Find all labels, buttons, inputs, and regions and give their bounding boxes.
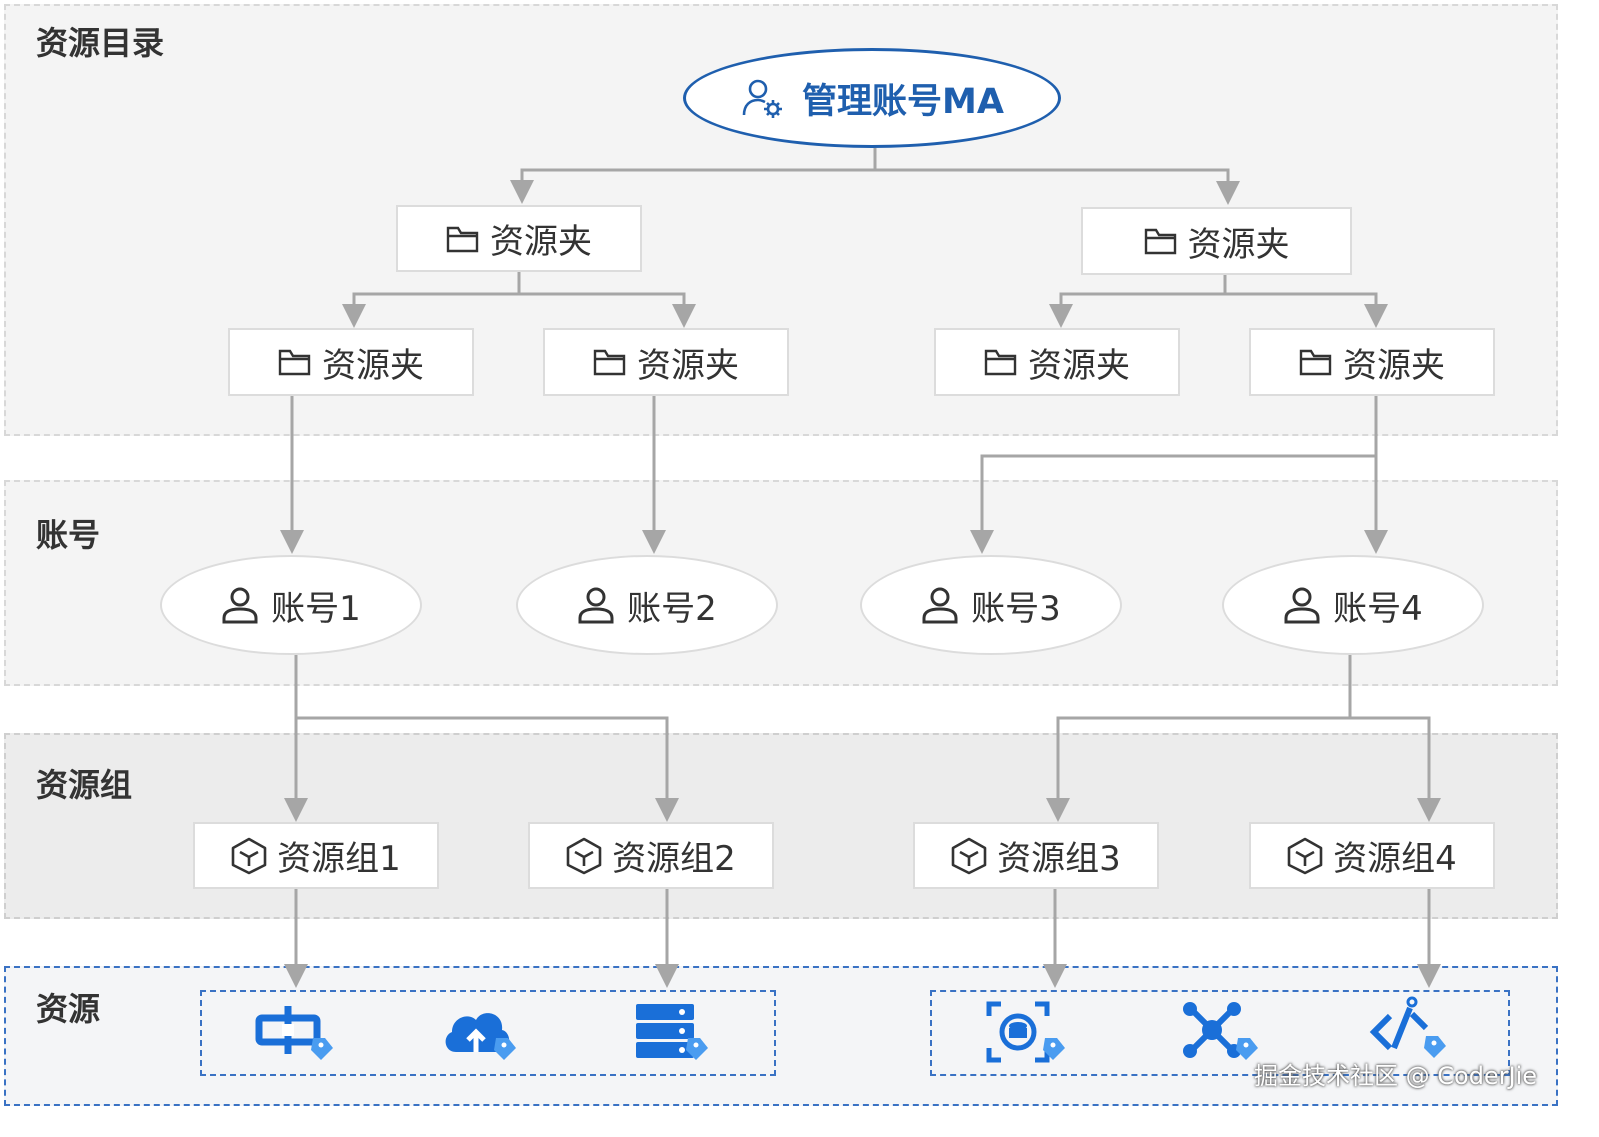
folder-top-right[interactable]: 资源夹: [1081, 207, 1352, 275]
account-label: 账号3: [971, 588, 1061, 629]
folder-icon: [278, 347, 312, 377]
resources-band-label: 资源: [36, 990, 101, 1028]
watermark: 掘金技术社区 @ CoderJie: [1254, 1062, 1538, 1090]
folder-label: 资源夹: [490, 222, 592, 262]
resource-group-2[interactable]: 资源组2: [528, 822, 774, 889]
network-hub-icon[interactable]: [1180, 1000, 1264, 1070]
database-scan-icon[interactable]: [985, 1000, 1069, 1070]
user-icon: [921, 586, 959, 624]
folder-label: 资源夹: [637, 345, 739, 386]
account-node-1[interactable]: 账号1: [160, 555, 422, 655]
folder-label: 资源夹: [1028, 345, 1130, 386]
resource-group-label: 资源组4: [1333, 839, 1457, 879]
folder-sub-3[interactable]: 资源夹: [934, 328, 1180, 396]
resource-group-1[interactable]: 资源组1: [193, 822, 439, 889]
account-node-2[interactable]: 账号2: [516, 555, 778, 655]
account-label: 账号1: [271, 588, 361, 629]
folder-icon: [446, 224, 480, 254]
user-icon: [1283, 586, 1321, 624]
accounts-band-label: 账号: [36, 516, 101, 554]
account-node-4[interactable]: 账号4: [1222, 555, 1484, 655]
folder-icon: [984, 347, 1018, 377]
resource-set-right: [930, 990, 1510, 1076]
resource-group-label: 资源组2: [612, 839, 736, 879]
folder-sub-2[interactable]: 资源夹: [543, 328, 789, 396]
cube-icon: [566, 837, 602, 875]
folder-label: 资源夹: [1343, 345, 1445, 386]
user-icon: [577, 586, 615, 624]
folder-icon: [593, 347, 627, 377]
network-icon[interactable]: [255, 1000, 335, 1070]
cube-icon: [1287, 837, 1323, 875]
folder-label: 资源夹: [322, 345, 424, 386]
resource-group-4[interactable]: 资源组4: [1249, 822, 1495, 889]
folder-sub-4[interactable]: 资源夹: [1249, 328, 1495, 396]
resources-band: [4, 966, 1558, 1106]
api-gateway-icon[interactable]: [1366, 992, 1456, 1070]
cube-icon: [231, 837, 267, 875]
server-icon[interactable]: [632, 1000, 712, 1070]
resource-group-label: 资源组1: [277, 839, 401, 879]
management-account-label: 管理账号MA: [802, 81, 1004, 122]
user-gear-icon: [740, 75, 786, 121]
folder-icon: [1299, 347, 1333, 377]
resource-set-left: [200, 990, 776, 1076]
user-icon: [221, 586, 259, 624]
catalog-band-label: 资源目录: [36, 24, 165, 62]
resource-group-label: 资源组3: [997, 839, 1121, 879]
management-account-node[interactable]: 管理账号MA: [683, 48, 1061, 148]
resource-groups-band-label: 资源组: [36, 766, 133, 804]
account-label: 账号2: [627, 588, 717, 629]
account-label: 账号4: [1333, 588, 1423, 629]
cube-icon: [951, 837, 987, 875]
folder-top-left[interactable]: 资源夹: [396, 205, 642, 272]
folder-sub-1[interactable]: 资源夹: [228, 328, 474, 396]
cloud-upload-icon[interactable]: [440, 1000, 520, 1070]
folder-icon: [1144, 226, 1178, 256]
resource-group-3[interactable]: 资源组3: [913, 822, 1159, 889]
account-node-3[interactable]: 账号3: [860, 555, 1122, 655]
folder-label: 资源夹: [1187, 224, 1290, 265]
